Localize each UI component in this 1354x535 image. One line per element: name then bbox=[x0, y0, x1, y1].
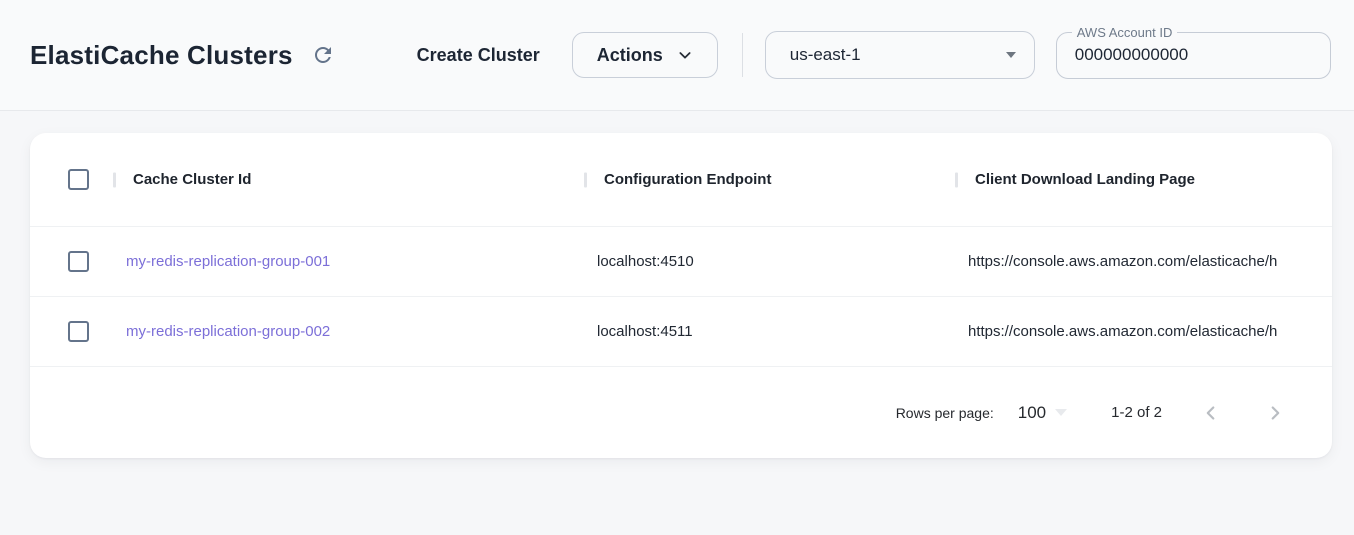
row-checkbox-cell bbox=[30, 251, 113, 272]
configuration-endpoint-cell: localhost:4510 bbox=[597, 253, 694, 270]
actions-button[interactable]: Actions bbox=[571, 32, 718, 78]
arrow-drop-down-icon bbox=[1005, 52, 1016, 58]
refresh-button[interactable] bbox=[307, 39, 339, 71]
create-cluster-button[interactable]: Create Cluster bbox=[416, 44, 540, 65]
client-download-landing-page-cell: https://console.aws.amazon.com/elasticac… bbox=[968, 253, 1278, 270]
chevron-right-icon bbox=[1264, 402, 1286, 424]
rows-per-page-value: 100 bbox=[1017, 402, 1047, 422]
column-header-label: Configuration Endpoint bbox=[604, 171, 772, 188]
table-row: my-redis-replication-group-002 localhost… bbox=[30, 296, 1332, 366]
column-header-cache-cluster-id[interactable]: Cache Cluster Id bbox=[113, 133, 584, 226]
column-header-label: Cache Cluster Id bbox=[133, 171, 252, 188]
rows-per-page-label: Rows per page: bbox=[895, 404, 994, 421]
select-all-checkbox[interactable] bbox=[68, 169, 89, 190]
page-header: ElastiCache Clusters Create Cluster Acti… bbox=[0, 0, 1354, 111]
table-pagination: Rows per page: 100 1-2 of 2 bbox=[30, 366, 1332, 458]
arrow-drop-down-icon bbox=[1055, 409, 1068, 416]
actions-button-label: Actions bbox=[596, 44, 663, 65]
configuration-endpoint-cell: localhost:4511 bbox=[597, 323, 693, 340]
aws-account-id-field: AWS Account ID bbox=[1055, 23, 1331, 79]
region-select[interactable]: us-east-1 bbox=[764, 31, 1035, 79]
page-title: ElastiCache Clusters bbox=[30, 39, 293, 70]
cluster-link[interactable]: my-redis-replication-group-002 bbox=[126, 323, 331, 340]
column-separator bbox=[584, 172, 587, 187]
row-checkbox[interactable] bbox=[68, 321, 89, 342]
cache-cluster-id-cell: my-redis-replication-group-001 bbox=[113, 227, 584, 296]
column-separator bbox=[113, 172, 116, 187]
cache-cluster-id-cell: my-redis-replication-group-002 bbox=[113, 297, 584, 366]
table-row: my-redis-replication-group-001 localhost… bbox=[30, 226, 1332, 296]
client-download-landing-page-cell: https://console.aws.amazon.com/elasticac… bbox=[968, 323, 1278, 340]
pagination-range-label: 1-2 of 2 bbox=[1111, 404, 1162, 421]
table-header-row: Cache Cluster Id Configuration Endpoint … bbox=[30, 133, 1332, 226]
row-checkbox-cell bbox=[30, 321, 113, 342]
row-checkbox[interactable] bbox=[68, 251, 89, 272]
rows-per-page-select[interactable]: 100 bbox=[1017, 402, 1068, 423]
previous-page-button[interactable] bbox=[1196, 398, 1226, 428]
column-separator bbox=[955, 172, 958, 187]
region-select-value: us-east-1 bbox=[789, 45, 861, 64]
column-header-label: Client Download Landing Page bbox=[975, 171, 1196, 188]
column-header-configuration-endpoint[interactable]: Configuration Endpoint bbox=[584, 133, 955, 226]
column-header-client-download-landing-page[interactable]: Client Download Landing Page bbox=[955, 133, 1332, 226]
chevron-down-icon bbox=[677, 47, 693, 63]
header-checkbox-cell bbox=[30, 169, 113, 190]
clusters-table-card: Cache Cluster Id Configuration Endpoint … bbox=[30, 133, 1332, 458]
refresh-icon bbox=[311, 43, 335, 67]
chevron-left-icon bbox=[1200, 402, 1222, 424]
cluster-link[interactable]: my-redis-replication-group-001 bbox=[126, 253, 331, 270]
toolbar-divider bbox=[741, 33, 743, 77]
aws-account-id-label: AWS Account ID bbox=[1071, 23, 1178, 41]
next-page-button[interactable] bbox=[1260, 398, 1290, 428]
